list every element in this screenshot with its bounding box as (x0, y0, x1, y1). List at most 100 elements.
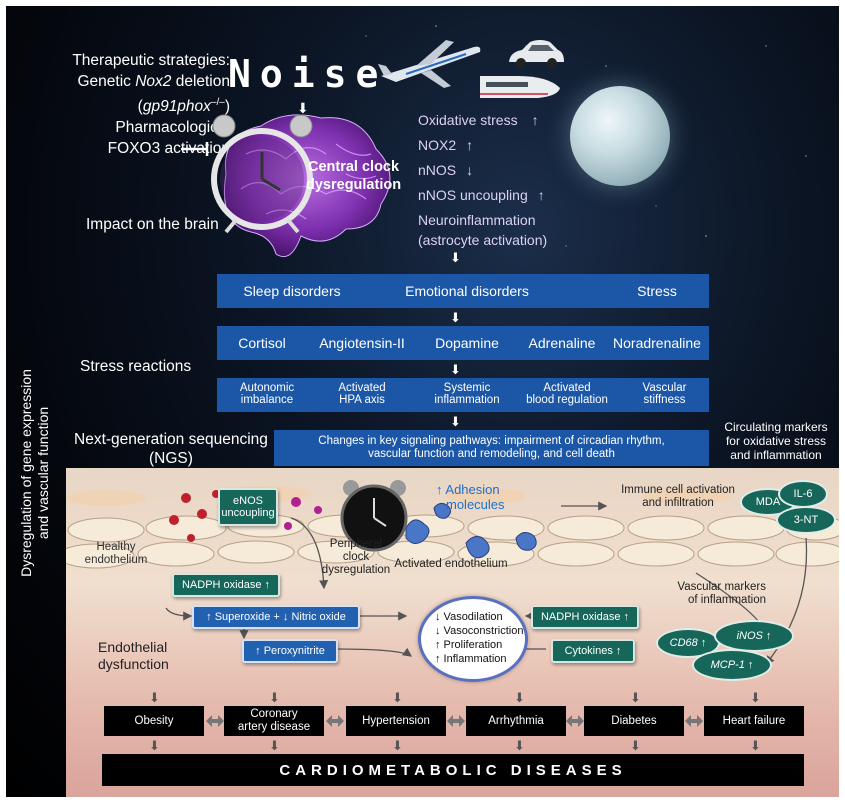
circle-list: ↓ Vasodilation ↓ Vasoconstriction ↑ Prol… (435, 610, 523, 666)
row3-line: imbalance (240, 394, 294, 407)
healthy-endothelium: Healthy endothelium (76, 541, 156, 567)
down-arrow-icon: ↓ (466, 162, 474, 178)
ngs-label: Next-generation sequencing (NGS) (74, 430, 268, 468)
therapeutic-line2c: deletion (171, 73, 230, 90)
row3-line: inflammation (434, 394, 500, 407)
arrhythmia-box: Arrhythmia (466, 706, 566, 736)
brain-clock-illustration (211, 114, 391, 258)
ngs-line2: (NGS) (148, 450, 193, 467)
mcp1-oval: MCP-1 ↑ (692, 649, 772, 681)
nadph-oxidase-right: NADPH oxidase ↑ (531, 605, 639, 629)
effect-item: Oxidative stress↑ (418, 108, 547, 133)
healthy-line2: endothelium (84, 554, 148, 567)
disease-line: Hypertension (362, 714, 430, 727)
stress-reactions-label: Stress reactions (80, 358, 192, 375)
activated-endothelium: Activated endothelium (394, 558, 508, 570)
inhibition-arrow (181, 142, 209, 156)
endo-dysf-line1: Endothelial (98, 639, 168, 655)
effect-label: NOX2 (418, 137, 457, 153)
disease-double-arrows (206, 715, 703, 727)
effect-label: nNOS (418, 162, 457, 178)
ngs-bar-text: Changes in key signaling pathways: impai… (274, 435, 709, 461)
paren-close: ) (224, 98, 230, 116)
knockout-superscript: –/– (210, 97, 225, 108)
circulating-markers-label: Circulating markers for oxidative stress… (716, 420, 836, 462)
endothelial-dysfunction: Endothelial dysfunction (98, 639, 188, 673)
emotional-disorders: Emotional disorders (405, 283, 529, 299)
peripheral-clock-icon (340, 480, 408, 552)
disease-line: Diabetes (611, 714, 657, 727)
heart-failure-box: Heart failure (704, 706, 804, 736)
gp91phox: gp91phox (142, 98, 211, 116)
star-field (365, 25, 807, 247)
disease-arrows-bottom: ⬇ ⬇ ⬇ ⬇ ⬇ ⬇ (6, 738, 839, 754)
gray-down-arrow-icon: ⬇ (149, 690, 160, 705)
peripheral-line1: Peripheral (329, 538, 383, 550)
vascular-markers-line1: Vascular markers (677, 581, 766, 593)
healthy-line1: Healthy (96, 541, 136, 553)
effect-item: NOX2↑ (418, 133, 547, 158)
gray-down-arrow-icon: ⬇ (514, 738, 525, 753)
side-label: Dysregulation of gene expression and vas… (18, 313, 52, 633)
ngs-bar-line2: vascular function and remodeling, and ce… (368, 448, 615, 460)
therapeutic-line4: Pharmacological (115, 119, 230, 137)
up-arrow-icon: ↑ (537, 187, 545, 203)
ngs-line1: Next-generation sequencing (74, 431, 268, 448)
circle-item: ↑ Proliferation (435, 639, 503, 651)
vascular-markers-line2: of inflammation (688, 594, 766, 607)
row3-line: stiffness (643, 394, 686, 407)
therapeutic-line3: (gp91phox–/–) (20, 92, 230, 117)
disease-arrows-top: ⬇ ⬇ ⬇ ⬇ ⬇ ⬇ (6, 690, 839, 706)
peripheral-line3: dysregulation (321, 564, 391, 577)
enos-line1: eNOS (233, 494, 263, 507)
central-clock-label: Central clock dysregulation (306, 158, 401, 194)
central-clock-line2: dysregulation (306, 177, 402, 193)
effect-item: nNOS ↓ (418, 158, 547, 183)
gray-down-arrow-icon: ⬇ (392, 690, 403, 705)
adhesion-line2: molecules (446, 497, 505, 512)
adrenaline: Adrenaline (528, 335, 596, 351)
impact-brain-label: Impact on the brain (86, 216, 219, 233)
disease-line: Heart failure (722, 714, 786, 727)
therapeutic-line2a: Genetic (77, 73, 136, 90)
neuroinflammation: Neuroinflammation (astrocyte activation) (418, 210, 547, 250)
paren-open: ( (137, 98, 143, 116)
noise-title: Noise (228, 52, 388, 96)
endo-dysf-line2: dysfunction (98, 656, 169, 672)
angiotensin-ii: Angiotensin-II (319, 335, 405, 351)
row3-line: blood regulation (526, 394, 608, 407)
disease-line: Arrhythmia (488, 714, 544, 727)
train-icon (480, 76, 560, 98)
down-arrow-4: ⬇ (450, 414, 461, 429)
gray-down-arrow-icon: ⬇ (392, 738, 403, 753)
peroxynitrite-box: ↑ Peroxynitrite (242, 639, 338, 663)
hormones-bar: Cortisol Angiotensin-II Dopamine Adrenal… (217, 326, 709, 360)
gray-down-arrow-icon: ⬇ (750, 738, 761, 753)
immune-line1: Immune cell activation (621, 484, 735, 496)
figure-canvas: Noise ⬇ Therapeutic strategies: Genetic … (6, 6, 839, 797)
therapeutic-line5: FOXO3 activation (107, 140, 230, 158)
brain-effects-list: Oxidative stress↑ NOX2↑ nNOS↓ nNOS uncou… (418, 108, 547, 250)
neuroinflammation-line2: (astrocyte activation) (418, 232, 548, 248)
cardiometabolic-bar: CARDIOMETABOLIC DISEASES (102, 754, 804, 786)
gray-down-arrow-icon: ⬇ (514, 690, 525, 705)
3nt-oval: 3-NT (776, 506, 836, 534)
moon (570, 86, 670, 186)
peripheral-line2: clock (342, 551, 370, 564)
gray-down-arrow-icon: ⬇ (750, 690, 761, 705)
disease-line: Obesity (134, 714, 174, 727)
ngs-bar: Changes in key signaling pathways: impai… (274, 430, 709, 466)
row3-line: Autonomic (239, 382, 295, 394)
gray-down-arrow-icon: ⬇ (269, 738, 280, 753)
therapeutic-line2: Genetic Nox2 deletion (20, 71, 230, 92)
down-arrow-3: ⬇ (450, 362, 461, 377)
dopamine: Dopamine (435, 335, 499, 351)
neuroinflammation-line1: Neuroinflammation (418, 212, 536, 228)
superoxide-no-box: ↑ Superoxide + ↓ Nitric oxide (192, 605, 360, 629)
gray-down-arrow-icon: ⬇ (630, 690, 641, 705)
